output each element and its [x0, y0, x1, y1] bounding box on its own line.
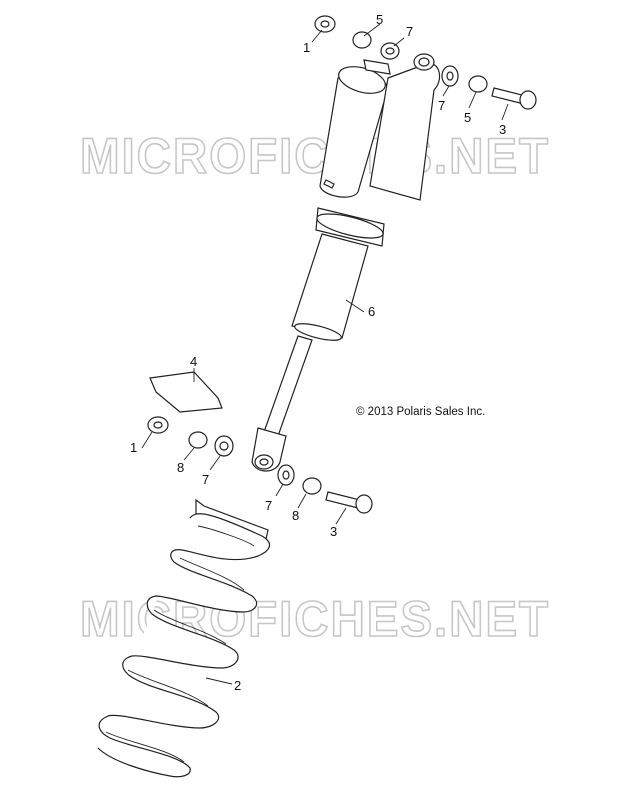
hardware-bottom — [147, 416, 373, 514]
coil-spring — [97, 498, 271, 778]
shock-absorber — [251, 53, 441, 472]
callout-2: 2 — [234, 678, 241, 693]
callout-8-left: 8 — [177, 460, 184, 475]
callout-5-top: 5 — [376, 12, 383, 27]
bushing-8-right — [302, 477, 322, 495]
leader-lines — [141, 23, 509, 685]
bushing-5-top — [352, 31, 372, 49]
callout-4: 4 — [190, 354, 197, 369]
callout-7-right: 7 — [438, 98, 445, 113]
callout-1-top: 1 — [303, 40, 310, 55]
pad-4 — [149, 371, 223, 413]
hardware-top — [314, 15, 537, 110]
bushing-5-right — [468, 75, 488, 93]
callout-5-right: 5 — [464, 110, 471, 125]
callout-7-left: 7 — [202, 472, 209, 487]
bushing-8-left — [188, 431, 208, 449]
bolt-3-bottom — [325, 491, 361, 509]
callout-8-right: 8 — [292, 508, 299, 523]
callout-1-bottom: 1 — [130, 440, 137, 455]
callout-7-top: 7 — [406, 24, 413, 39]
callout-6: 6 — [368, 304, 375, 319]
watermark-top: MICROFICHES.NET — [80, 128, 550, 184]
callout-3-bottom: 3 — [330, 524, 337, 539]
callout-3-top: 3 — [499, 122, 506, 137]
callout-7-lower: 7 — [265, 498, 272, 513]
copyright-notice: © 2013 Polaris Sales Inc. — [356, 406, 485, 418]
